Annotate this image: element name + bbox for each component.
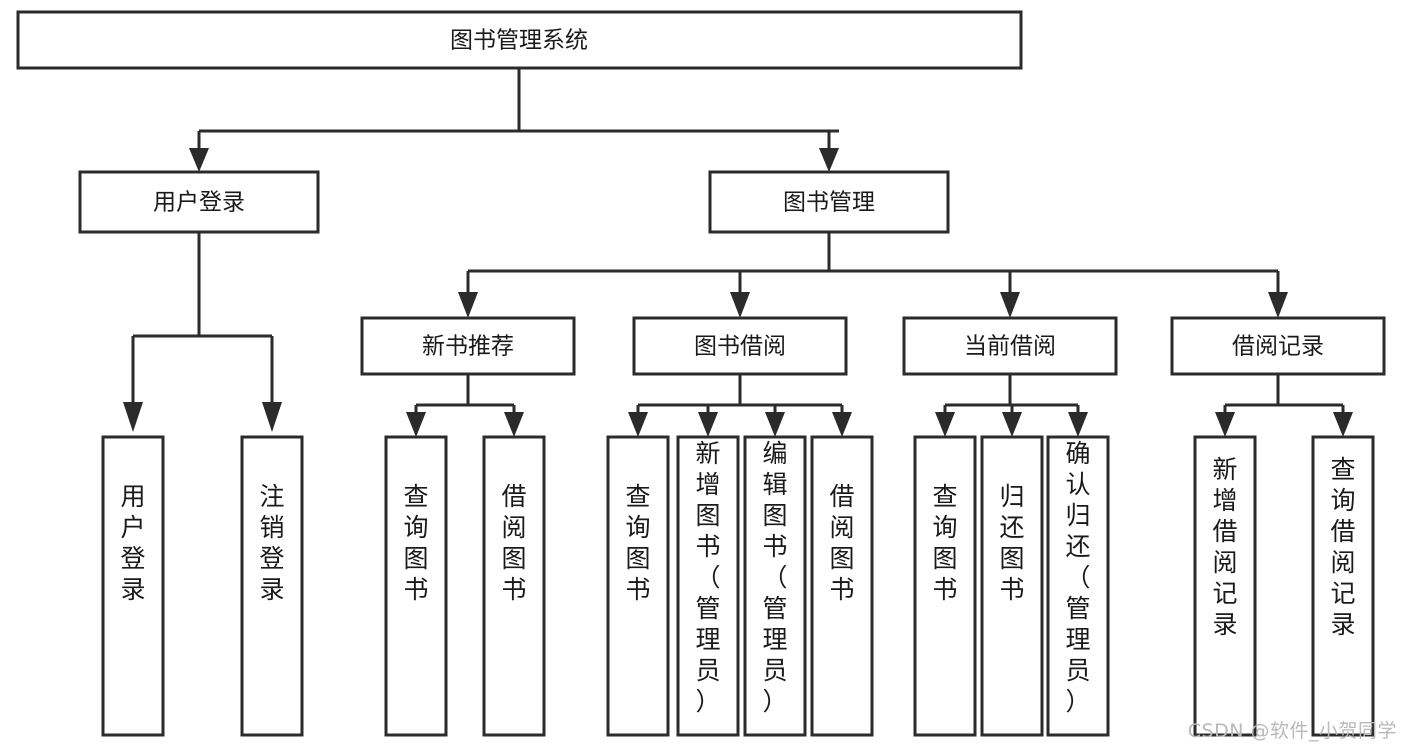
node-new-book-recommend-label: 新书推荐 <box>422 334 514 360</box>
node-leaf-add-record[interactable]: 新增借阅记录 <box>1193 435 1257 737</box>
node-leaf-query-book-1-label: 查询图书 <box>403 482 428 604</box>
node-new-book-recommend-box[interactable] <box>360 316 576 376</box>
node-leaf-query-book-1-box[interactable] <box>384 435 448 737</box>
node-new-book-recommend[interactable]: 新书推荐 <box>360 316 576 376</box>
node-leaf-query-record-label: 查询借阅记录 <box>1330 455 1355 639</box>
node-leaf-add-record-label: 新增借阅记录 <box>1212 455 1237 639</box>
node-borrow-record-label: 借阅记录 <box>1232 334 1324 360</box>
node-leaf-add-book[interactable]: 新增图书（管理员） <box>676 435 740 737</box>
node-leaf-user-login-box[interactable] <box>101 435 165 737</box>
node-current-borrow[interactable]: 当前借阅 <box>902 316 1118 376</box>
node-leaf-edit-book-label: 编辑图书（管理员） <box>762 439 787 716</box>
arrowhead-leaf-user-login <box>123 402 143 432</box>
node-book-management-box[interactable] <box>708 170 950 234</box>
arrowhead-leaf-return-book <box>1002 412 1022 437</box>
node-leaf-logout-label: 注销登录 <box>259 482 284 604</box>
node-book-management[interactable]: 图书管理 <box>708 170 950 234</box>
node-current-borrow-box[interactable] <box>902 316 1118 376</box>
node-root[interactable]: 图书管理系统 <box>16 10 1023 70</box>
node-leaf-edit-book[interactable]: 编辑图书（管理员） <box>743 435 807 737</box>
node-book-borrow-box[interactable] <box>632 316 848 376</box>
node-user-login[interactable]: 用户登录 <box>78 170 320 234</box>
arrowhead-current-borrow <box>1000 292 1020 318</box>
arrowhead-leaf-query-book-1 <box>406 412 426 437</box>
arrowhead-leaf-confirm-return <box>1068 412 1088 437</box>
node-leaf-confirm-return[interactable]: 确认归还（管理员） <box>1046 435 1110 737</box>
node-leaf-add-book-label: 新增图书（管理员） <box>695 439 720 716</box>
arrowhead-book-borrow <box>730 292 750 318</box>
node-leaf-borrow-book-2-label: 借阅图书 <box>829 482 854 604</box>
arrowhead-leaf-query-book-3 <box>935 412 955 437</box>
node-book-borrow[interactable]: 图书借阅 <box>632 316 848 376</box>
node-leaf-logout-box[interactable] <box>240 435 304 737</box>
node-leaf-query-record-box[interactable] <box>1311 435 1375 737</box>
node-leaf-edit-book-box[interactable] <box>743 435 807 737</box>
arrowhead-leaf-borrow-book-2 <box>832 412 852 437</box>
arrowhead-new-book-recommend <box>458 292 478 318</box>
node-leaf-user-login[interactable]: 用户登录 <box>101 435 165 737</box>
node-leaf-logout[interactable]: 注销登录 <box>240 435 304 737</box>
node-leaf-user-login-label: 用户登录 <box>120 482 145 604</box>
node-root-box[interactable] <box>16 10 1023 70</box>
arrowhead-user-login <box>189 148 209 172</box>
node-leaf-query-book-1[interactable]: 查询图书 <box>384 435 448 737</box>
arrowhead-leaf-query-book-2 <box>628 412 648 437</box>
node-root-label: 图书管理系统 <box>450 28 588 54</box>
node-leaf-add-record-box[interactable] <box>1193 435 1257 737</box>
node-book-management-label: 图书管理 <box>783 190 875 216</box>
arrowhead-leaf-edit-book <box>765 412 785 437</box>
arrowhead-book-management <box>819 148 839 172</box>
node-leaf-query-book-3[interactable]: 查询图书 <box>913 435 977 737</box>
node-leaf-borrow-book-1-box[interactable] <box>482 435 546 737</box>
node-leaf-add-book-box[interactable] <box>676 435 740 737</box>
node-leaf-query-book-3-box[interactable] <box>913 435 977 737</box>
node-leaf-query-record[interactable]: 查询借阅记录 <box>1311 435 1375 737</box>
node-current-borrow-label: 当前借阅 <box>964 334 1056 360</box>
node-user-login-box[interactable] <box>78 170 320 234</box>
node-leaf-return-book-box[interactable] <box>980 435 1044 737</box>
node-user-login-label: 用户登录 <box>153 190 245 216</box>
node-leaf-query-book-2-box[interactable] <box>606 435 670 737</box>
arrowhead-leaf-logout <box>262 402 282 432</box>
node-leaf-borrow-book-1[interactable]: 借阅图书 <box>482 435 546 737</box>
node-leaf-confirm-return-label: 确认归还（管理员） <box>1065 439 1090 716</box>
node-leaf-query-book-2[interactable]: 查询图书 <box>606 435 670 737</box>
node-leaf-borrow-book-2-box[interactable] <box>810 435 874 737</box>
arrowhead-leaf-query-record <box>1333 412 1353 437</box>
arrowhead-leaf-borrow-book-1 <box>504 412 524 437</box>
arrowhead-leaf-add-record <box>1215 412 1235 437</box>
node-book-borrow-label: 图书借阅 <box>694 334 786 360</box>
arrowhead-leaf-add-book <box>698 412 718 437</box>
node-leaf-query-book-2-label: 查询图书 <box>625 482 650 604</box>
node-leaf-return-book-label: 归还图书 <box>999 482 1024 604</box>
node-borrow-record[interactable]: 借阅记录 <box>1170 316 1386 376</box>
node-leaf-query-book-3-label: 查询图书 <box>932 482 957 604</box>
arrowhead-borrow-record <box>1268 292 1288 318</box>
node-leaf-borrow-book-1-label: 借阅图书 <box>501 482 526 604</box>
connector-layer <box>123 68 1353 437</box>
node-leaf-confirm-return-box[interactable] <box>1046 435 1110 737</box>
node-borrow-record-box[interactable] <box>1170 316 1386 376</box>
node-leaf-borrow-book-2[interactable]: 借阅图书 <box>810 435 874 737</box>
node-leaf-return-book[interactable]: 归还图书 <box>980 435 1044 737</box>
